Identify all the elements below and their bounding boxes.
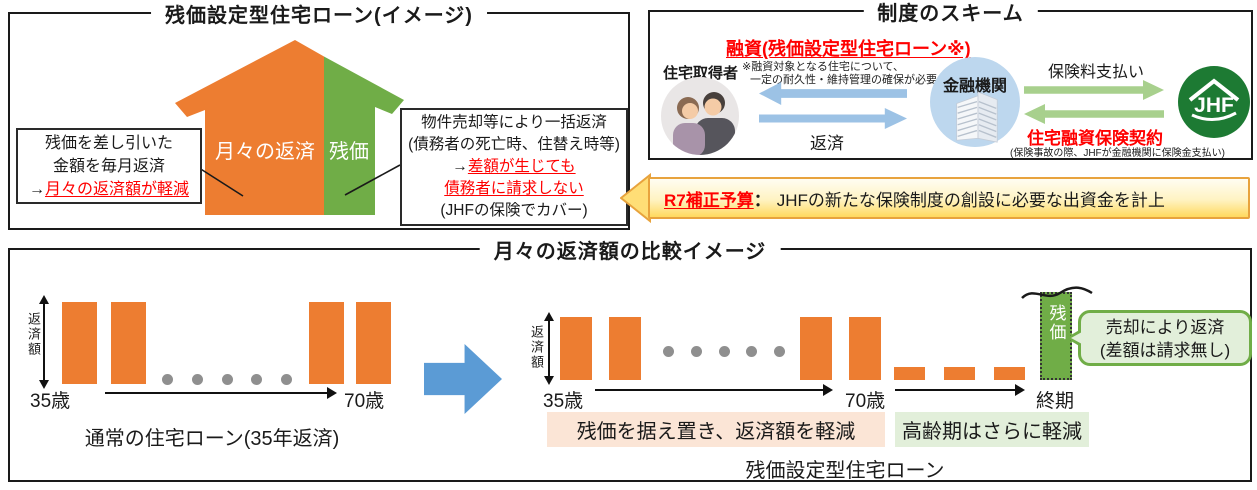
note-line: →月々の返済額が軽減 — [18, 178, 200, 201]
ellipsis-dots — [663, 346, 785, 357]
normal-loan-chart: 返済額 35歳 70歳 通常の住宅ローン(35年返済) — [22, 290, 412, 480]
note-line: 債務者に請求しない — [402, 178, 626, 200]
comparison-panel: 月々の返済額の比較イメージ 返済額 35歳 70歳 通常の住宅ローン(35年返済… — [8, 235, 1252, 482]
ellipsis-dot — [221, 374, 233, 385]
yaxis-label: 返済額 — [529, 325, 544, 370]
payment-bar — [309, 302, 344, 384]
payment-bar — [994, 367, 1025, 380]
loan-panel-title: 残価設定型住宅ローン(イメージ) — [151, 0, 487, 28]
banner-text: JHFの新たな保険制度の創設に必要な出資金を計上 — [776, 190, 1165, 210]
highlight-elderly-reduction: 高齢期はさらに軽減 — [895, 412, 1089, 447]
ellipsis-dot — [690, 346, 702, 357]
insurance-contract-label: 住宅融資保険契約 — [1027, 129, 1163, 148]
note-line: →差額が生じても — [402, 156, 626, 178]
jhf-logo-text: JHF — [1194, 94, 1234, 117]
home-buyer-label: 住宅取得者 — [663, 65, 739, 82]
monthly-repayment-note: 残価を差し引いた 金額を毎月返済 →月々の返済額が軽減 — [16, 128, 202, 204]
note-line: (JHFの保険でカバー) — [440, 202, 588, 219]
loan-flow-label: 融資(残価設定型住宅ローン※) — [726, 39, 971, 59]
scheme-panel: 制度のスキーム 住宅取得者 融資(残価設定型住宅ローン※) ※融資対象となる住宅… — [648, 0, 1253, 160]
house-monthly-label: 月々の返済 — [215, 140, 315, 163]
arrow-glyph: → — [452, 158, 468, 175]
home-buyer-icon — [661, 77, 739, 155]
ellipsis-dot — [718, 346, 730, 357]
loan-note-line1: ※融資対象となる住宅について、 — [742, 61, 905, 73]
xtick-end: 終期 — [1036, 391, 1075, 412]
ellipsis-dot — [162, 374, 173, 385]
loan-note-line2: 一定の耐久性・維持管理の確保が必要 — [750, 74, 937, 86]
payment-bar — [894, 367, 925, 380]
comparison-panel-title: 月々の返済額の比較イメージ — [479, 235, 781, 264]
yaxis-arrow — [39, 295, 49, 389]
sale-repayment-bubble: 売却により返済 (差額は請求無し) — [1066, 310, 1252, 366]
bar-group-late — [309, 300, 391, 384]
residual-loan-chart: 返済額 35歳 70歳 終期 残価 売却により返済 (差額は請求無し) 残価を据… — [515, 286, 1252, 482]
house-residual-area — [324, 56, 404, 215]
bar-group-elderly — [894, 367, 1025, 380]
payment-bar — [944, 367, 975, 380]
insurance-contract-note: (保険事故の際、JHFが金融機関に保険金支払い) — [1010, 148, 1225, 159]
ellipsis-dot — [191, 374, 203, 385]
banner-budget-label: R7補正予算 — [664, 190, 754, 210]
bar-group-early — [560, 317, 641, 380]
premium-label: 保険料支払い — [1047, 64, 1144, 81]
xtick-mid: 70歳 — [845, 391, 886, 412]
insurance-contract-arrow — [1024, 104, 1164, 124]
jhf-logo: JHF — [1178, 66, 1250, 138]
xtick-start: 35歳 — [30, 391, 71, 412]
bar-group-early — [62, 300, 146, 384]
ellipsis-dots — [162, 374, 292, 385]
note-red-text: 債務者に請求しない — [444, 180, 584, 197]
ellipsis-dot — [281, 374, 292, 385]
highlight-reduced-payment: 残価を据え置き、返済額を軽減 — [547, 412, 885, 447]
loan-image-panel: 残価設定型住宅ローン(イメージ) 月々の返済 残価 残価を差し引いた 金額を毎月… — [8, 0, 630, 230]
note-line: 残価を差し引いた — [44, 135, 173, 152]
repay-label: 返済 — [810, 134, 844, 153]
residual-bar-label: 残価 — [1046, 304, 1066, 342]
banner-colon: ： — [753, 190, 771, 210]
ellipsis-dot — [663, 346, 674, 357]
ellipsis-dot — [746, 346, 758, 357]
budget-banner: R7補正予算：JHFの新たな保険制度の創設に必要な出資金を計上 — [620, 170, 1254, 226]
payment-bar — [356, 302, 391, 384]
xaxis-arrow-elderly — [895, 384, 1025, 396]
transition-arrow — [424, 344, 502, 414]
ellipsis-dot — [774, 346, 785, 357]
bubble-line: (差額は請求無し) — [1099, 341, 1231, 360]
house-icon: 月々の返済 残価 — [175, 40, 404, 215]
house-residual-label: 残価 — [329, 140, 369, 163]
xaxis-arrow-working — [595, 384, 833, 396]
payment-bar — [849, 317, 881, 380]
note-line: 金額を毎月返済 — [52, 158, 165, 175]
bubble-line: 売却により返済 — [1105, 318, 1225, 337]
payment-bar — [62, 302, 97, 384]
bank-circle: 金融機関 — [930, 57, 1020, 147]
repay-arrow — [759, 108, 907, 129]
note-red-text: 月々の返済額が軽減 — [44, 181, 189, 198]
payment-bar — [800, 317, 832, 380]
premium-arrow — [1024, 80, 1164, 100]
bank-label: 金融機関 — [942, 78, 1007, 95]
yaxis-label: 返済額 — [26, 312, 41, 357]
arrow-glyph: → — [28, 181, 45, 198]
note-red-text: 差額が生じても — [467, 158, 576, 175]
residual-loan-caption: 残価設定型住宅ローン — [745, 460, 945, 482]
bar-group-late — [800, 317, 881, 380]
payment-bar — [609, 317, 641, 380]
ellipsis-dot — [251, 374, 263, 385]
break-squiggle — [1021, 286, 1093, 299]
yaxis-arrow — [544, 312, 554, 385]
xtick-end: 70歳 — [344, 391, 385, 412]
payment-bar — [560, 317, 592, 380]
note-line: (債務者の死亡時、住替え時等) — [408, 136, 620, 153]
xtick-start: 35歳 — [543, 391, 584, 412]
scheme-panel-title: 制度のスキーム — [863, 0, 1038, 26]
note-line: 物件売却等により一括返済 — [421, 114, 607, 131]
xaxis-arrow — [105, 387, 337, 399]
normal-loan-caption: 通常の住宅ローン(35年返済) — [84, 428, 340, 450]
lump-sum-repayment-note: 物件売却等により一括返済 (債務者の死亡時、住替え時等) →差額が生じても 債務… — [400, 108, 628, 226]
bank-building-icon — [956, 91, 998, 143]
banner-body: R7補正予算：JHFの新たな保険制度の創設に必要な出資金を計上 — [648, 177, 1250, 219]
payment-bar — [111, 302, 146, 384]
